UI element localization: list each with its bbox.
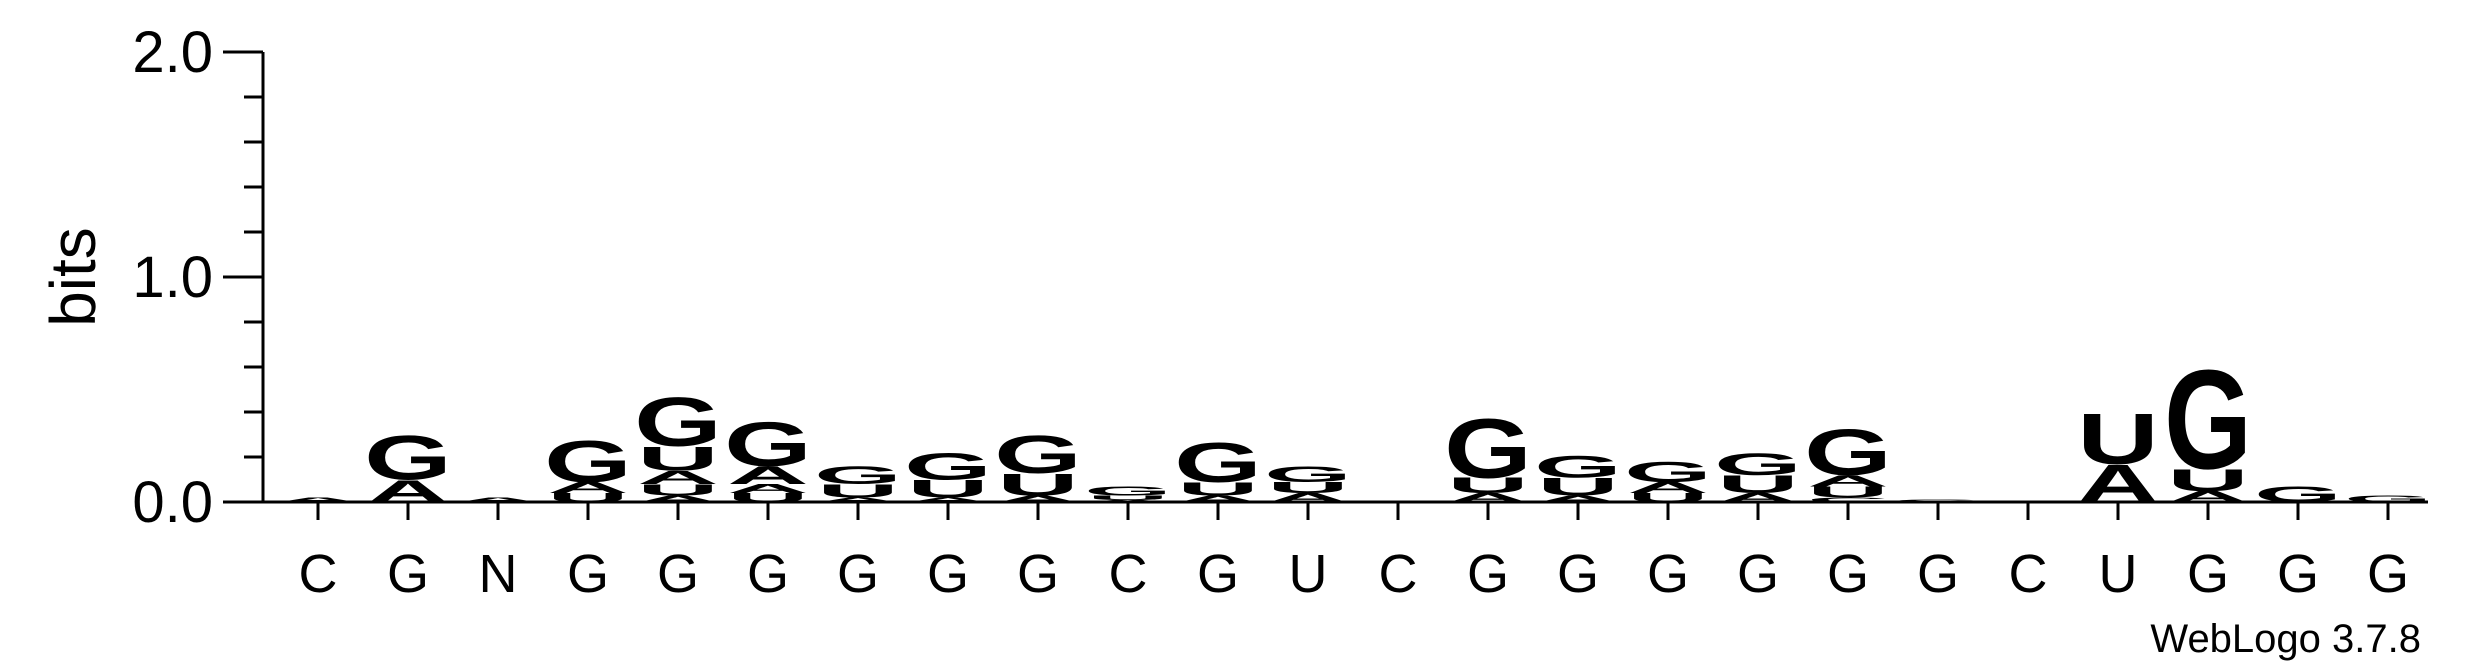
logo-letter-a: A: [817, 496, 898, 503]
logo-letter-g: G: [544, 428, 632, 495]
logo-letter-g: G: [2344, 494, 2432, 504]
weblogo-credit: WebLogo 3.7.8: [2150, 617, 2421, 661]
logo-letter-u: U: [1267, 479, 1348, 497]
logo-letter-g: G: [1444, 402, 1532, 496]
logo-letter-u: U: [637, 481, 718, 499]
logo-letter-a: A: [997, 494, 1078, 504]
logo-letter-g: G: [904, 445, 992, 487]
position-label: N: [479, 544, 518, 604]
logo-letter-g: G: [1534, 449, 1622, 484]
position-label: C: [2009, 544, 2048, 604]
logo-letter-g: G: [1264, 462, 1352, 487]
logo-letter-u: U: [997, 467, 1078, 502]
position-label: G: [1647, 544, 1689, 604]
logo-letter-g: G: [2164, 341, 2252, 499]
logo-letter-u: U: [1537, 473, 1618, 501]
position-label: G: [1197, 544, 1239, 604]
letter-stack: UAG: [1624, 457, 1712, 505]
position-label: G: [387, 544, 429, 604]
position-label: U: [2099, 544, 2138, 604]
logo-letter-a: A: [727, 462, 808, 490]
position-label: G: [747, 544, 789, 604]
letter-stack: A: [277, 496, 358, 503]
logo-letter-g: G: [814, 462, 902, 490]
letter-stack: AUG: [814, 462, 902, 504]
logo-letter-a: A: [547, 479, 628, 497]
position-label: C: [1379, 544, 1418, 604]
position-label: U: [1289, 544, 1328, 604]
letter-stack: G: [2344, 494, 2432, 504]
logo-letter-g: G: [1084, 484, 1172, 498]
position-label: G: [2187, 544, 2229, 604]
logo-letter-u: U: [2077, 399, 2158, 480]
position-label: C: [299, 544, 338, 604]
letter-stack: AUG: [1444, 402, 1532, 505]
position-label: G: [2367, 544, 2409, 604]
logo-letter-g: G: [994, 424, 1082, 484]
position-label: G: [1737, 544, 1779, 604]
logo-letter-g: G: [1804, 415, 1892, 489]
logo-letter-g: G: [364, 423, 452, 493]
logo-letter-u: U: [1717, 471, 1798, 499]
logo-letter-u: U: [637, 439, 718, 478]
logo-letter-u: U: [1087, 494, 1168, 501]
logo-letter-a: A: [727, 482, 808, 496]
logo-letter-g: G: [1174, 430, 1262, 493]
logo-letter-g: G: [1624, 457, 1712, 488]
position-label: G: [1467, 544, 1509, 604]
logo-letter-a: A: [1627, 479, 1708, 497]
position-label: G: [567, 544, 609, 604]
letter-stack: AUG: [1084, 484, 1172, 503]
logo-letter-g: G: [1714, 447, 1802, 482]
letter-stack: AUG: [904, 445, 992, 503]
letter-stack: AUG: [1714, 447, 1802, 505]
logo-letter-a: A: [1177, 494, 1258, 504]
logo-letter-a: A: [637, 467, 718, 488]
y-ticks: 0.0 1.0 2.0: [132, 20, 263, 535]
logo-letter-g: G: [724, 410, 812, 480]
letter-stack: AUG: [1264, 462, 1352, 505]
letter-stack: A: [457, 496, 538, 503]
logo-letter-a: A: [457, 496, 538, 503]
y-axis-label: bits: [37, 227, 109, 327]
position-label: G: [1827, 544, 1869, 604]
letter-stack: AG: [364, 423, 452, 509]
position-label: C: [1109, 544, 1148, 604]
position-label: G: [837, 544, 879, 604]
logo-letter-u: U: [1447, 473, 1528, 498]
letter-stack: AU: [2077, 399, 2158, 514]
logo-letter-u: U: [2167, 462, 2248, 497]
y-tick-label: 0.0: [132, 470, 213, 535]
logo-letter-a: A: [637, 494, 718, 504]
logo-letter-a: A: [277, 496, 358, 503]
letter-stack: UAG: [544, 428, 632, 505]
logo-letter-a: A: [1807, 472, 1888, 490]
position-label: G: [2277, 544, 2319, 604]
y-tick-label: 1.0: [132, 245, 213, 310]
logo-letter-u: U: [1807, 483, 1888, 501]
position-label: G: [1557, 544, 1599, 604]
logo-letter-u: U: [907, 475, 988, 503]
logo-letter-u: U: [817, 481, 898, 502]
logo-letter-a: A: [1537, 494, 1618, 504]
logo-letter-a: A: [907, 496, 988, 503]
position-label: G: [1017, 544, 1059, 604]
position-label: G: [657, 544, 699, 604]
logo-letter-g: G: [634, 383, 722, 461]
letter-stack: AUG: [1174, 430, 1262, 504]
letter-stack: AUG: [994, 424, 1082, 504]
logo-letter-u: U: [1177, 478, 1258, 499]
position-label: G: [1917, 544, 1959, 604]
position-label: G: [927, 544, 969, 604]
letter-stack: AUG: [1534, 449, 1622, 504]
letter-stack: AUG: [2164, 341, 2252, 505]
logo-letter-c: C: [1807, 496, 1888, 503]
y-tick-label: 2.0: [132, 20, 213, 85]
